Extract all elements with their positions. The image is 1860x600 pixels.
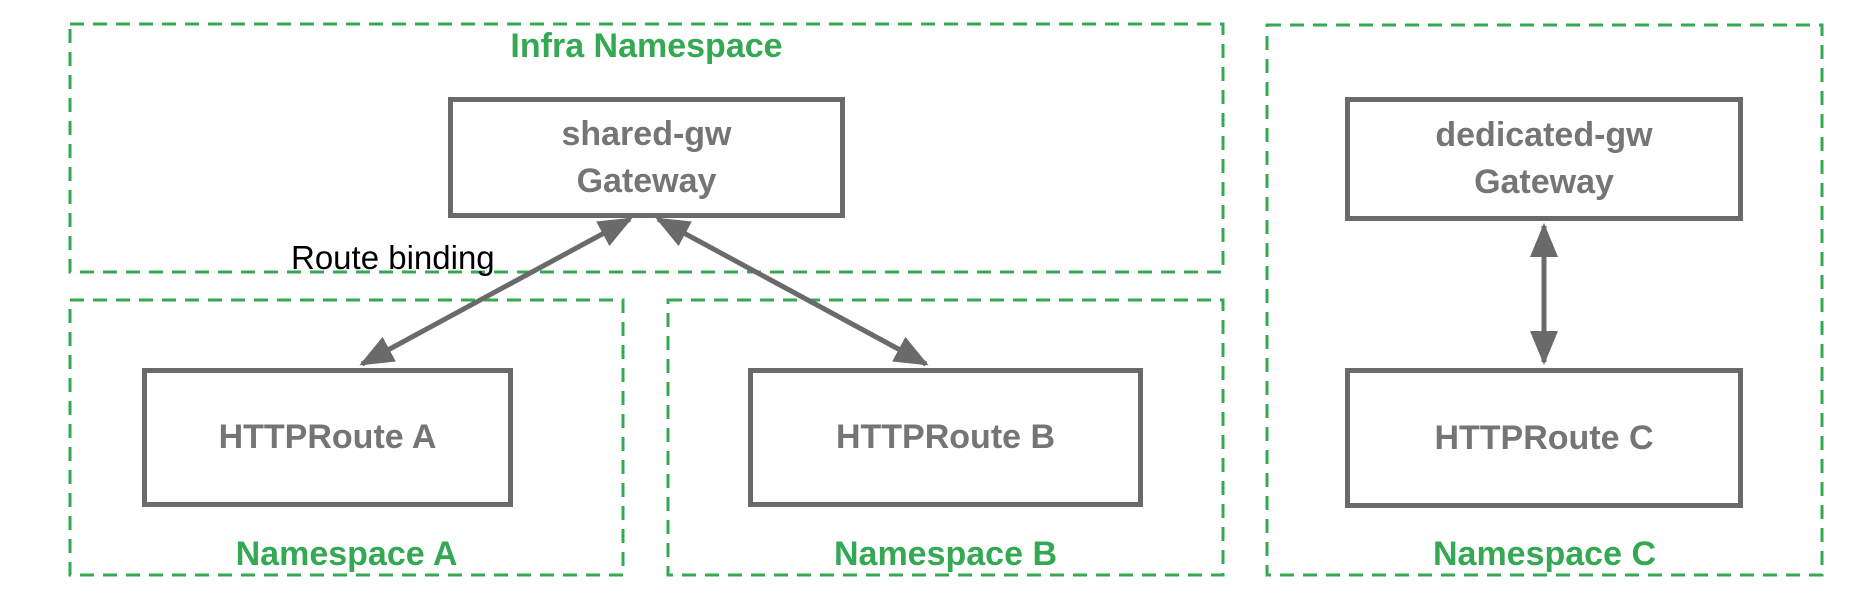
shared-gateway-kind: Gateway [576,161,717,200]
httproute-c-node: HTTPRoute C [1345,368,1743,508]
infra-namespace-label: Infra Namespace [510,27,783,65]
dedicated-gateway-node: dedicated-gw Gateway [1345,97,1743,221]
httproute-c-label: HTTPRoute C [1434,418,1654,457]
dedicated-gateway-name: dedicated-gw [1435,116,1653,154]
httproute-a-node: HTTPRoute A [142,368,513,507]
shared-gateway-node: shared-gw Gateway [448,97,845,218]
httproute-b-label: HTTPRoute B [835,418,1056,456]
namespace-b-label: Namespace B [833,535,1057,573]
arrow-shared-gw-to-route-b [655,216,929,367]
shared-gateway-name: shared-gw [561,114,732,153]
namespace-c-label: Namespace C [1432,535,1656,573]
route-binding-label: Route binding [291,239,495,276]
httproute-b-node: HTTPRoute B [748,368,1143,507]
httproute-a-label: HTTPRoute A [218,418,437,456]
dedicated-gateway-kind: Gateway [1474,163,1614,201]
namespace-a-label: Namespace A [235,535,458,573]
